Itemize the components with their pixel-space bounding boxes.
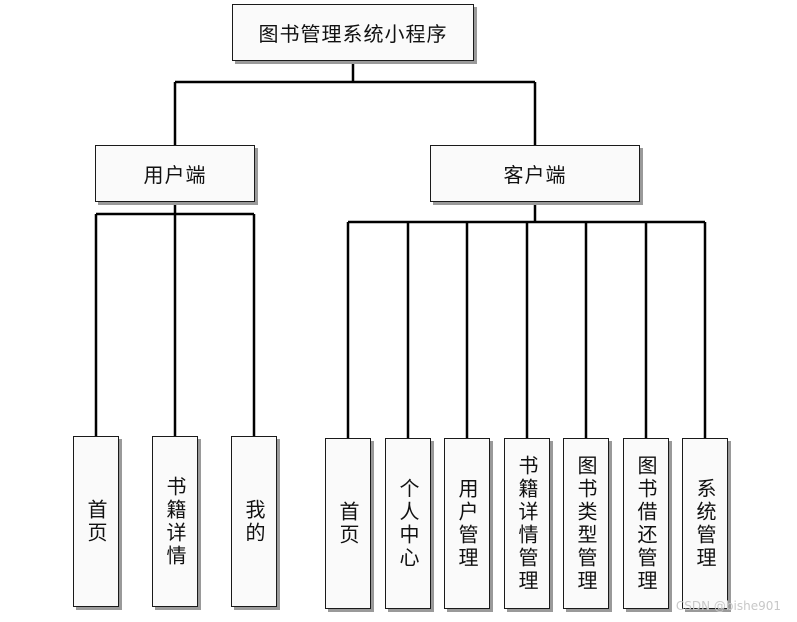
leaf-node-label: 书籍详情 [163, 475, 187, 568]
leaf-node: 我的 [231, 436, 277, 607]
branch-node-client: 客户端 [430, 145, 640, 202]
root-node: 图书管理系统小程序 [232, 4, 474, 61]
leaf-node-label: 用户管理 [455, 477, 479, 570]
leaf-node: 首页 [73, 436, 119, 607]
leaf-node: 图书借还管理 [623, 438, 669, 609]
leaf-node: 首页 [325, 438, 371, 609]
leaf-node: 图书类型管理 [563, 438, 609, 609]
branch-node-user: 用户端 [95, 145, 255, 202]
leaf-node-label: 系统管理 [693, 477, 717, 570]
leaf-node: 系统管理 [682, 438, 728, 609]
watermark: CSDN @bishe901 [675, 599, 781, 613]
leaf-node-label: 图书类型管理 [574, 454, 598, 593]
root-node-label: 图书管理系统小程序 [258, 22, 448, 46]
branch-node-label: 客户端 [503, 163, 567, 187]
leaf-node-label: 个人中心 [396, 477, 420, 570]
leaf-node: 用户管理 [444, 438, 490, 609]
leaf-node-label: 首页 [84, 498, 108, 545]
leaf-node-label: 首页 [336, 500, 360, 547]
leaf-node: 个人中心 [385, 438, 431, 609]
leaf-node: 书籍详情管理 [504, 438, 550, 609]
leaf-node-label: 图书借还管理 [634, 454, 658, 593]
branch-node-label: 用户端 [143, 163, 207, 187]
leaf-node-label: 书籍详情管理 [515, 454, 539, 593]
leaf-node-label: 我的 [242, 498, 266, 545]
leaf-node: 书籍详情 [152, 436, 198, 607]
